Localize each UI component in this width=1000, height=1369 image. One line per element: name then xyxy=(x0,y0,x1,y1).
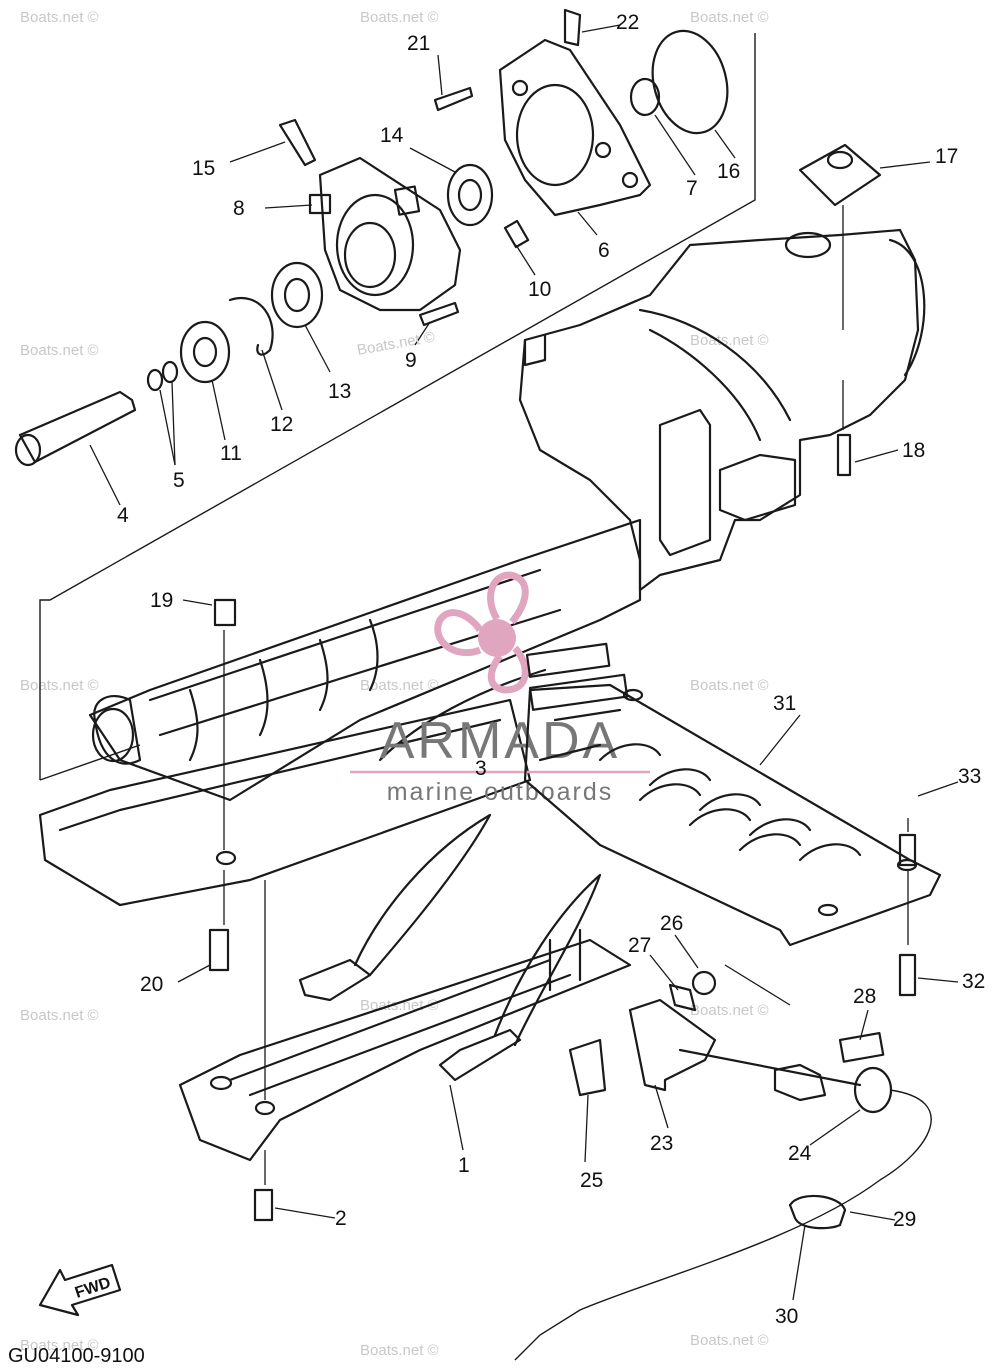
bolt-20 xyxy=(208,928,230,972)
jet-pump-housing xyxy=(518,228,926,592)
bearing-14 xyxy=(446,163,494,227)
propeller-hub-icon xyxy=(478,619,516,657)
watermark: Boats.net © xyxy=(360,9,439,26)
watermark: Boats.net © xyxy=(20,9,99,26)
watermark: Boats.net © xyxy=(690,1332,769,1349)
callout-label: 22 xyxy=(616,11,639,34)
exploded-view-outline xyxy=(39,33,756,781)
bolt-9 xyxy=(418,301,460,327)
bearing-watermark: Boats.net © xyxy=(356,329,436,359)
callout-label: 25 xyxy=(580,1169,603,1192)
callout-label: 15 xyxy=(192,157,215,180)
watermark: Boats.net © xyxy=(360,1342,439,1359)
watermark: Boats.net © xyxy=(690,332,769,349)
callout-label: 4 xyxy=(117,504,129,527)
callout-label: 3 xyxy=(475,757,487,780)
callout-label: 28 xyxy=(853,985,876,1008)
callout-label: 10 xyxy=(528,278,551,301)
callout-label: 24 xyxy=(788,1142,812,1165)
callout-label: 14 xyxy=(380,124,404,147)
watermark: Boats.net © xyxy=(20,1007,99,1024)
o-ring-5 xyxy=(146,368,164,392)
callout-label: 16 xyxy=(717,160,740,183)
forward-direction-arrow: FWD xyxy=(38,1263,122,1317)
nut-26 xyxy=(691,970,717,996)
callout-label: 33 xyxy=(958,765,981,788)
bearing-13 xyxy=(270,261,324,329)
plate-22 xyxy=(563,8,582,47)
callout-label: 7 xyxy=(686,177,698,200)
small-parts xyxy=(14,8,932,1361)
callout-label: 6 xyxy=(598,239,610,262)
bracket-17 xyxy=(798,143,882,207)
callout-label: 5 xyxy=(173,469,185,492)
circlip-12 xyxy=(228,297,274,356)
callout-label: 30 xyxy=(775,1305,798,1328)
propeller-blade-icon xyxy=(434,609,483,657)
propeller-blade-icon xyxy=(487,571,529,625)
callout-label: 32 xyxy=(962,970,985,993)
callout-label: 1 xyxy=(458,1154,470,1177)
watermark: Boats.net © xyxy=(20,1337,99,1354)
o-ring-7 xyxy=(629,77,661,117)
bolt-2 xyxy=(253,1188,274,1222)
callout-label: 29 xyxy=(893,1208,916,1231)
callout-label: 17 xyxy=(935,145,958,168)
watermark: Boats.net © xyxy=(690,1002,769,1019)
cable-24 xyxy=(678,1048,862,1102)
callout-labels: 1 2 3 4 5 6 7 8 9 10 11 12 13 14 15 16 1… xyxy=(117,11,985,1328)
callout-label: 9 xyxy=(405,349,417,372)
watermark: Boats.net © xyxy=(690,677,769,694)
plate-25 xyxy=(568,1038,607,1097)
callout-label: 27 xyxy=(628,934,651,957)
bolt-21 xyxy=(433,86,474,112)
callout-label: 2 xyxy=(335,1207,347,1230)
callout-label: 12 xyxy=(270,413,293,436)
callout-label: 21 xyxy=(407,32,430,55)
watermark: Boats.net © xyxy=(690,9,769,26)
callout-label: 31 xyxy=(773,692,796,715)
watermark: Boats.net © xyxy=(360,677,439,694)
bolt-19 xyxy=(213,598,237,627)
callout-label: 19 xyxy=(150,589,173,612)
bearing-housing xyxy=(308,156,462,312)
callout-label: 13 xyxy=(328,380,351,403)
impeller-housing-cover xyxy=(498,38,652,217)
watermark: Boats.net © xyxy=(20,677,99,694)
o-ring-16 xyxy=(651,29,729,135)
bolt-15 xyxy=(278,118,317,167)
bolt-32 xyxy=(898,953,917,997)
callout-label: 23 xyxy=(650,1132,673,1155)
bearing-11 xyxy=(179,320,231,384)
bolt-18 xyxy=(836,433,852,477)
intake-grate xyxy=(523,642,942,947)
propeller-blade-icon xyxy=(487,645,529,694)
ride-plate xyxy=(178,813,632,1162)
watermark-layer: Boats.net © Boats.net © Boats.net © Boat… xyxy=(20,9,769,1359)
callout-label: 20 xyxy=(140,973,163,996)
drawing-code: GU04100-9100 xyxy=(8,1345,145,1367)
callout-label: 26 xyxy=(660,912,683,935)
bolt-33 xyxy=(898,833,917,867)
callout-label: 8 xyxy=(233,197,245,220)
plate-27 xyxy=(668,983,697,1012)
clamp-29 xyxy=(788,1194,847,1230)
bracket-23 xyxy=(628,998,717,1092)
dowel-pin-10 xyxy=(503,219,530,249)
leader-lines xyxy=(89,24,959,1301)
callout-label: 18 xyxy=(902,439,925,462)
logo-wordmark: ARMADA xyxy=(380,712,620,770)
drive-shaft-4 xyxy=(18,390,137,464)
callout-label: 11 xyxy=(220,442,242,465)
armada-logo: ARMADA marine outboards xyxy=(350,571,650,806)
logo-tagline: marine outboards xyxy=(387,778,614,806)
collar-28 xyxy=(838,1031,885,1063)
watermark: Boats.net © xyxy=(20,342,99,359)
